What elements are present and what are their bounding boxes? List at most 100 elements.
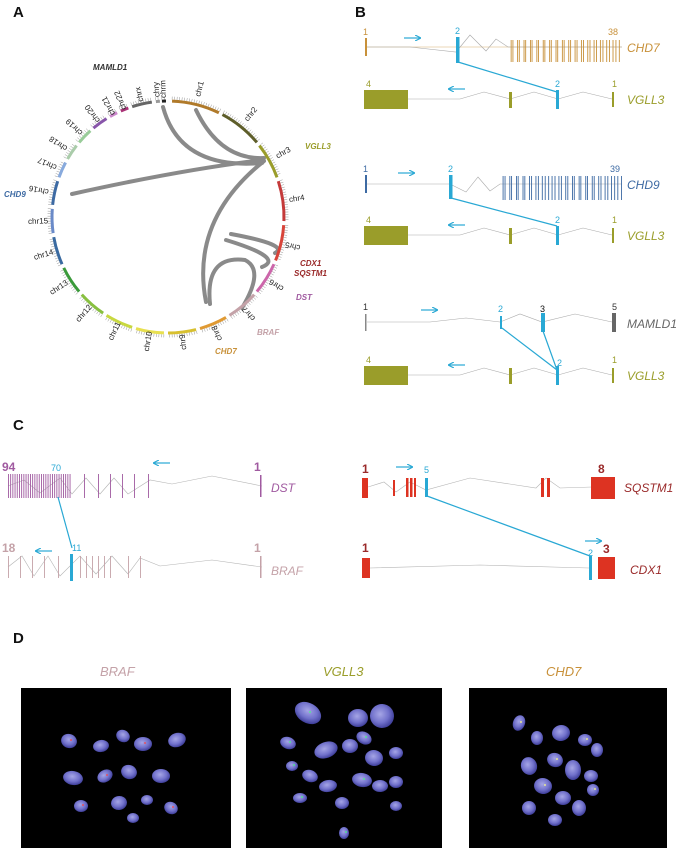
dst-exons-exon-10 — [30, 474, 31, 498]
nucleus-2-14 — [548, 814, 562, 826]
chromosome-label-chr4: chr4 — [288, 193, 305, 204]
nucleus-1-12 — [352, 772, 372, 788]
chd9-gene-name: CHD9 — [627, 178, 660, 192]
chromosome-label-chr5: chr5 — [284, 240, 302, 252]
chromosome-arc-chr8 — [199, 316, 227, 330]
circos-gene-cdx1: CDX1 — [300, 259, 322, 268]
chd9-exons-exon-19 — [565, 176, 567, 200]
dst-exons-exon-5 — [19, 474, 20, 498]
dst-exon-junction: 70 — [51, 463, 61, 473]
chromosome-label-chr18: chr18 — [47, 134, 69, 153]
chd7-exon-last: 38 — [608, 27, 618, 37]
chd7-exons-exon-7 — [531, 40, 533, 62]
chd7-exons-exon-4 — [523, 40, 525, 62]
vgll3-2-exon-junction: 2 — [555, 215, 560, 225]
braf-exon-cluster — [8, 556, 141, 578]
fish-image-chd7 — [469, 688, 667, 848]
chd9-exons-exon-35 — [617, 176, 619, 200]
chromosome-arc-chr12 — [80, 293, 104, 315]
cdx1-exon-first: 1 — [362, 541, 369, 555]
chd9-exon-cluster — [502, 176, 622, 200]
chromosome-label-chr19: chr19 — [63, 116, 84, 137]
chromosome-arc-chr10 — [135, 327, 165, 335]
chd7-exons-exon-1 — [512, 40, 514, 62]
dst-exons-exon-29 — [84, 474, 85, 498]
nucleus-2-10 — [555, 791, 571, 805]
chd9-exons-exon-23 — [578, 176, 580, 200]
chromosome-ticks-chr12 — [79, 296, 103, 318]
chd7-exons-exon-24 — [587, 40, 589, 62]
nucleus-1-8 — [389, 747, 403, 759]
vgll3-2-exon-first: 4 — [366, 215, 371, 225]
chd9-exons-exon-16 — [554, 176, 556, 200]
chd7-exons-exon-22 — [580, 40, 582, 62]
chd7-gene-name: CHD7 — [627, 41, 661, 55]
chd9-exons-exon-2 — [509, 176, 511, 200]
chd7-exons-exon-23 — [583, 40, 584, 62]
dst-exons-exon-26 — [65, 474, 67, 498]
dst-exons-exon-17 — [45, 474, 47, 498]
chd7-exons-exon-29 — [602, 40, 604, 62]
chromosome-arc-chr1 — [171, 99, 220, 115]
nucleus-0-6 — [97, 769, 113, 783]
nucleus-0-0 — [61, 733, 77, 749]
vgll3-2-exon-last: 1 — [612, 215, 617, 225]
nucleus-0-13 — [127, 813, 139, 823]
chd7-exons-exon-10 — [542, 40, 544, 62]
chd7-exons-exon-9 — [538, 40, 539, 62]
chd7-exons-exon-14 — [555, 40, 557, 62]
nucleus-0-2 — [116, 729, 130, 743]
nucleus-1-17 — [390, 801, 402, 811]
dst-exons-exon-0 — [8, 474, 9, 498]
nucleus-2-13 — [522, 801, 536, 815]
dst-exons-exon-6 — [21, 474, 23, 498]
vgll3-1-exon-junction: 2 — [555, 79, 560, 89]
chd9-exon-junction: 2 — [448, 164, 453, 174]
panel-b-fusions: 1 2 38 CHD7 4 2 1 VGLL3 — [363, 26, 677, 385]
dst-gene-name: DST — [271, 481, 297, 495]
chromosome-label-chr10: chr10 — [142, 330, 154, 352]
chromosome-ticks-chry — [155, 96, 159, 101]
vgll3-3-exon-first: 4 — [366, 355, 371, 365]
vgll3-1-exon-last: 1 — [612, 79, 617, 89]
chd9-exons-exon-24 — [580, 176, 582, 200]
dst-exons-exon-13 — [36, 474, 38, 498]
dst-exons-exon-20 — [52, 474, 53, 498]
fusion-mamld1-vgll3: 1 2 3 5 MAMLD1 4 2 1 VGLL3 — [363, 302, 677, 385]
chromosome-arc-chr14 — [52, 236, 64, 265]
fish-image-vgll3 — [246, 688, 442, 848]
chd7-exons-exon-8 — [536, 40, 538, 62]
dst-exons-exon-7 — [23, 474, 25, 498]
chromosome-label-chr11: chr11 — [106, 320, 123, 342]
fish-signal-0-3 — [144, 742, 146, 744]
chd9-exons-exon-13 — [544, 176, 546, 200]
chromosome-arc-chr17 — [57, 161, 67, 178]
chd7-exons-exon-21 — [576, 40, 578, 62]
chd9-exons-exon-18 — [560, 176, 562, 200]
chromosome-label-chr3: chr3 — [274, 145, 292, 161]
chd9-exons-exon-14 — [548, 176, 550, 200]
nucleus-0-8 — [152, 769, 170, 783]
chromosome-label-chr8: chr8 — [209, 324, 224, 342]
chromosome-ticks-chr20 — [90, 115, 105, 128]
braf-exons-exon-9 — [104, 556, 105, 578]
nucleus-0-12 — [164, 801, 178, 815]
chd7-exons-exon-33 — [615, 40, 617, 62]
chd9-exons-exon-5 — [517, 176, 519, 200]
chd7-exons-exon-2 — [517, 40, 519, 62]
nucleus-1-3 — [280, 736, 296, 750]
vgll3-gene-model-2: 4 2 1 VGLL3 — [364, 215, 665, 245]
chd9-exon-first: 1 — [363, 164, 368, 174]
chromosome-ticks-chrx — [130, 97, 152, 106]
braf-exons-exon-8 — [98, 556, 99, 578]
nucleus-2-3 — [578, 734, 592, 746]
dst-exons-exon-4 — [16, 474, 18, 498]
chromosome-ticks-chr4 — [279, 179, 289, 220]
chromosome-arc-chr2 — [221, 113, 259, 144]
chromosome-arc-chr15 — [50, 208, 55, 234]
dst-braf-junction-line — [57, 496, 73, 549]
chd7-exon-first: 1 — [363, 27, 368, 37]
chd9-exons-exon-4 — [515, 176, 517, 200]
chd9-exons-exon-29 — [598, 176, 600, 200]
vgll3-gene-model-3: 4 2 1 VGLL3 — [364, 355, 665, 385]
